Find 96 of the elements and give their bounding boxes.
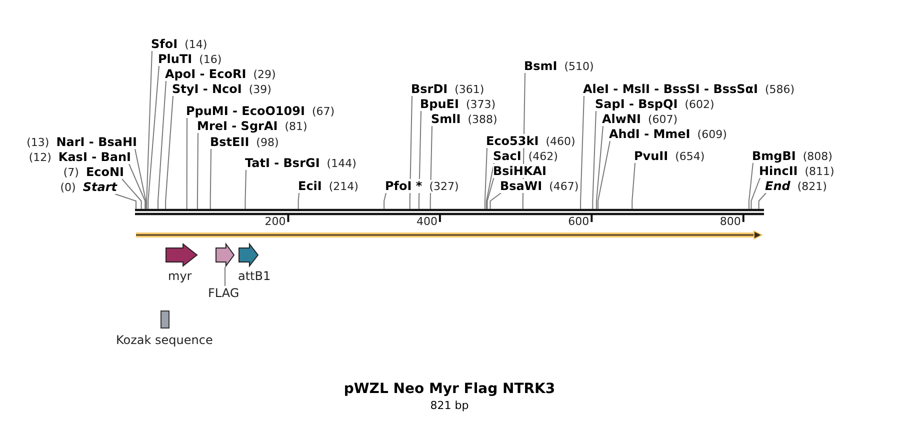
leader-line [244,170,246,210]
leader-line [486,176,494,210]
cut-position: (607) [648,113,678,126]
cut-position: (7) [63,166,79,179]
cut-position: (586) [765,83,795,96]
cut-position: (214) [328,180,358,193]
feature-label: FLAG [208,286,240,300]
cut-position: (460) [546,135,576,148]
cut-position: (388) [468,113,498,126]
cut-position: (510) [564,60,594,73]
enzyme-name: KasI - BanI [58,150,131,164]
leader-line [750,178,760,210]
cut-position: (13) [26,136,50,149]
leader-line [748,162,754,210]
leader-line [146,50,152,210]
enzyme-name: EcoNI [86,165,124,179]
enzyme-name: Eco53kI [486,134,539,148]
enzyme-name: SfoI [151,37,178,51]
enzyme-name: StyI - NcoI [172,82,242,96]
enzyme-name: BmgBI [752,149,796,163]
cut-position: (654) [675,150,705,163]
enzyme-name: End [765,179,790,193]
enzyme-name: TatI - BsrGI [245,156,320,170]
map-title: pWZL Neo Myr Flag NTRK3 [342,381,556,397]
feature-label: attB1 [238,269,271,283]
leader-line [597,140,610,210]
tick-label: 800 [720,215,741,228]
leader-line [148,66,160,210]
enzyme-name: AhdI - MmeI [609,127,690,141]
cut-position: (98) [256,136,279,149]
leader-line [486,162,494,210]
tick-label: 400 [416,215,438,228]
cut-position: (14) [184,38,208,51]
enzyme-name: BsrDI [411,82,448,96]
enzyme-name: NarI - BsaHI [56,135,137,149]
enzyme-name: PpuMI - EcoO109I [186,104,305,118]
cut-position: (373) [466,98,496,111]
leader-line [484,148,488,210]
enzyme-name: BpuEI [420,97,459,111]
cut-position: (29) [253,68,276,81]
enzyme-name: PfoI * [385,179,422,193]
leader-line [158,80,166,210]
cut-position: (821) [797,180,827,193]
enzyme-name: BstEII [210,135,250,149]
leader-line [196,132,198,210]
enzyme-name: BsmI [524,59,558,73]
enzyme-name: MreI - SgrAI [197,119,278,133]
enzyme-name: SacI [493,149,522,163]
tick-label: 600 [568,215,590,228]
cut-position: (144) [326,157,356,170]
leader-line [186,118,188,210]
sequence-length: 821 bp [429,399,470,412]
cut-position: (361) [454,83,484,96]
leader-line [224,266,226,286]
cut-position: (0) [60,181,76,194]
leader-line [210,148,212,210]
enzyme-name: SapI - BspQI [595,97,678,111]
cut-position: (327) [429,180,459,193]
enzyme-name: PluTI [158,52,192,66]
enzyme-name: BsiHKAI [493,164,546,178]
enzyme-name: Start [82,180,117,194]
leader-line [384,192,386,210]
feature-label: Kozak sequence [116,333,213,347]
enzyme-name: ApoI - EcoRI [165,67,246,81]
enzyme-name: HincII [759,164,798,178]
tick-label: 200 [264,215,286,228]
enzyme-name: PvuII [634,149,668,163]
cut-position: (81) [284,120,308,133]
enzyme-name: SmlI [431,112,461,126]
cut-position: (602) [684,98,714,111]
enzyme-name: EciI [298,179,322,193]
cut-position: (67) [312,105,335,118]
enzyme-name: AlwNI [602,112,641,126]
cut-position: (39) [248,83,272,96]
cut-position: (16) [199,53,222,66]
leader-line [298,192,300,210]
leader-line [596,126,604,210]
leader-line [758,192,766,210]
enzyme-name: BsaWI [500,179,542,193]
cut-position: (808) [802,150,832,163]
enzyme-name: AleI - MslI - BssSI - BssSαI [583,82,758,96]
leader-line [114,194,136,210]
leader-line [165,96,174,210]
leader-line [122,178,142,210]
cut-position: (811) [804,165,834,178]
cut-position: (462) [528,150,558,163]
cut-position: (467) [549,180,579,193]
leader-line [490,192,502,210]
leader-line [128,164,146,210]
leader-line [592,110,596,210]
leader-line [632,162,636,210]
leader-line [134,148,146,210]
leader-line [409,96,412,210]
cut-position: (609) [697,128,727,141]
cut-position: (12) [28,151,52,164]
leader-line [580,96,584,210]
